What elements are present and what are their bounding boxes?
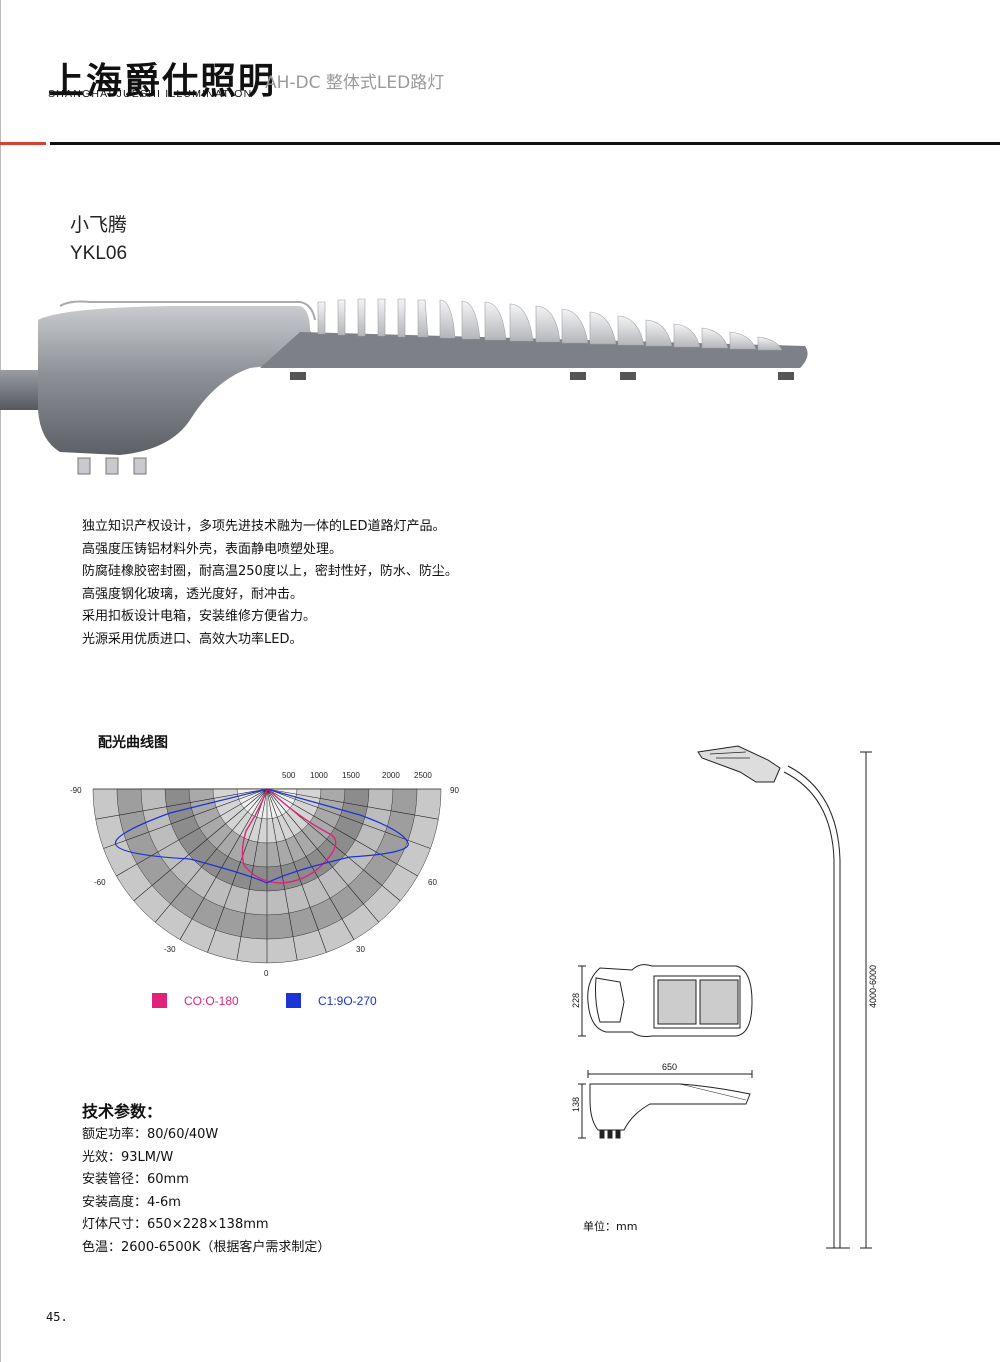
polar-spoke [266, 788, 298, 961]
spec-row: 安装高度：4-6m [82, 1194, 181, 1210]
header-rule [50, 142, 1000, 145]
specs-title: 技术参数： [82, 1102, 163, 1121]
radial-label: 500 [282, 771, 296, 780]
radial-label: 2000 [382, 771, 400, 780]
feature-item: 采用扣板设计电箱，安装维修方便省力。 [82, 609, 317, 625]
angle-label: 30 [356, 945, 365, 954]
feature-item: 独立知识产权设计，多项先进技术融为一体的LED道路灯产品。 [82, 519, 446, 534]
width-dim-label: 228 [571, 993, 581, 1008]
angle-label: 90 [450, 786, 459, 795]
angle-label: -30 [164, 945, 176, 954]
spec-row: 额定功率：80/60/40W [82, 1127, 219, 1142]
header-accent-rule [0, 142, 46, 145]
angle-label: -60 [94, 878, 106, 887]
polar-spoke [207, 788, 268, 953]
polar-spoke [236, 788, 268, 961]
feature-item: 高强度钢化玻璃，透光度好，耐冲击。 [82, 586, 304, 602]
legend-swatch-c1 [286, 993, 301, 1008]
curve-c1-90-270 [114, 788, 409, 884]
pole-drawing [697, 745, 872, 1249]
length-dim-label: 650 [662, 1062, 677, 1072]
curve-c0-180 [241, 787, 337, 884]
dimension-drawings: 4000-6000 228 650 138 [571, 745, 878, 1249]
polar-spoke [116, 788, 268, 877]
spec-row: 色温：2600-6500K（根据客户需求制定） [82, 1239, 331, 1255]
top-view-drawing [578, 964, 753, 1037]
radial-label: 2500 [414, 771, 432, 780]
legend-label-c1: C1:9O-270 [318, 994, 377, 1008]
spec-row: 灯体尺寸：650×228×138mm [82, 1217, 269, 1233]
radial-label: 1500 [342, 771, 360, 780]
light-distribution-diagram: 500 1000 1500 2000 2500 -90 90 -60 60 -3… [70, 771, 459, 978]
product-name: 小飞腾 [70, 214, 128, 236]
spec-row: 安装管径：60mm [82, 1172, 189, 1188]
spec-row: 光效：93LM/W [82, 1149, 174, 1165]
feature-item: 防腐硅橡胶密封圈，耐高温250度以上，密封性好，防水、防尘。 [82, 564, 458, 580]
side-view-drawing [578, 1070, 753, 1139]
product-photo [0, 298, 808, 475]
page-number: 45. [46, 1310, 68, 1324]
product-code: YKL06 [70, 243, 128, 264]
polar-spoke [266, 788, 431, 849]
polar-spoke [154, 788, 268, 923]
polar-spoke [266, 788, 439, 820]
angle-label: 60 [428, 878, 437, 887]
polar-spoke [266, 788, 380, 923]
legend-label-c0: CO:O-180 [184, 994, 239, 1008]
angle-label: -90 [70, 786, 82, 795]
polar-spoke [95, 788, 268, 820]
radial-label: 1000 [310, 771, 328, 780]
angle-label: 0 [264, 969, 269, 978]
page-frame-line [0, 0, 1, 1362]
document-title: AH-DC 整体式LED路灯 [265, 73, 445, 93]
brand-name-en: SHANGHAI JUESHI ILLUMINATION [48, 88, 253, 100]
unit-label: 单位：mm [583, 1220, 638, 1233]
specs-list: 额定功率：80/60/40W 光效：93LM/W 安装管径：60mm 安装高度：… [82, 1124, 330, 1260]
polar-spoke [179, 788, 268, 940]
feature-list: 独立知识产权设计，多项先进技术融为一体的LED道路灯产品。 高强度压铸铝材料外壳… [82, 516, 458, 652]
heat-sink-fins [260, 298, 808, 368]
polar-spoke [266, 788, 355, 940]
feature-item: 光源采用优质进口、高效大功率LED。 [82, 631, 303, 647]
polar-spoke [133, 788, 268, 902]
height-dim-label: 138 [571, 1097, 581, 1112]
pole-height-label: 4000-6000 [868, 965, 878, 1008]
brand-name-cn: 上海爵仕照明 [48, 61, 277, 102]
polar-spoke [266, 788, 418, 877]
light-curve-title: 配光曲线图 [98, 735, 168, 751]
legend-swatch-c0 [152, 993, 167, 1008]
feature-item: 高强度压铸铝材料外壳，表面静电喷塑处理。 [82, 541, 343, 557]
polar-spoke [103, 788, 268, 849]
